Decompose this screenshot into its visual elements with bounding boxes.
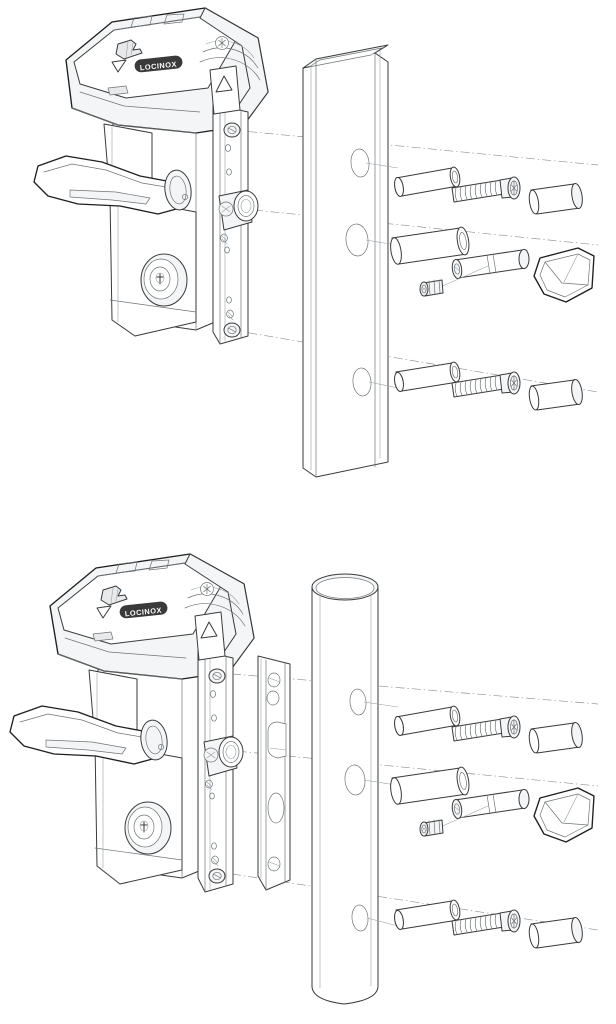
- spacer-sleeve: [390, 226, 470, 265]
- adapter-hole-2: [266, 690, 280, 706]
- key-cylinder: [140, 253, 188, 307]
- upper-fixing-row: [363, 701, 583, 754]
- mounting-faceplate: [197, 649, 244, 893]
- hex-socket-screw-icon: [200, 582, 214, 596]
- cap-sleeve: [528, 379, 583, 411]
- post-spindle-hole-middle: [344, 764, 366, 796]
- triangle-down-marker: [96, 605, 112, 619]
- spindle-hub: [218, 189, 259, 231]
- pointing-hand-icon: [115, 39, 143, 60]
- post-fixing-hole-lower: [351, 904, 369, 932]
- hex-socket-screw-icon: [215, 36, 229, 50]
- spacer-sleeve: [394, 361, 461, 392]
- wedge-thumb-turn: [533, 247, 595, 303]
- diagram-round-post-variant: LOCINOX: [0, 508, 616, 1024]
- bolt-thread-detail: [454, 719, 498, 741]
- bolt-thread-detail: [454, 375, 498, 397]
- diagram-square-post-variant: LOCINOX: [0, 0, 616, 508]
- faceplate-screw-upper: [208, 668, 226, 684]
- square-hollow-post: [302, 44, 389, 478]
- faceplate-screw-lower: [208, 868, 226, 884]
- spindle-bolt: [451, 248, 530, 280]
- indicator-window: [194, 611, 226, 661]
- threaded-bolt: [451, 909, 521, 936]
- curved-adapter-plate: [257, 655, 291, 891]
- adapter-hole-5: [267, 856, 281, 872]
- brand-badge: LOCINOX: [134, 55, 183, 73]
- adapter-hole-4: [267, 792, 285, 824]
- upper-fixing-row: [365, 162, 583, 215]
- post-fixing-hole-upper: [350, 148, 370, 178]
- adapter-hole-1: [267, 672, 281, 688]
- post-spindle-hole-middle: [345, 223, 369, 257]
- round-hollow-post: [311, 570, 379, 1005]
- spacer-sleeve: [394, 705, 461, 736]
- lever-handle: [33, 155, 192, 215]
- lower-fixing-row: [366, 899, 583, 949]
- handle-hub: [164, 169, 192, 211]
- faceplate-screw-upper: [223, 122, 241, 138]
- triangle-up-marker: [200, 621, 218, 639]
- set-screw: [419, 265, 489, 297]
- middle-spindle-row: [365, 226, 595, 303]
- cap-sleeve: [528, 917, 583, 949]
- spacer-sleeve: [394, 166, 461, 197]
- wedge-thumb-turn: [533, 787, 595, 843]
- lower-fixing-row: [368, 361, 583, 411]
- spacer-sleeve: [390, 766, 470, 805]
- triangle-down-marker: [111, 59, 127, 73]
- adapter-hole-3-spindle: [267, 721, 287, 759]
- post-fixing-hole-upper: [349, 688, 367, 716]
- spindle-bolt: [451, 788, 530, 820]
- threaded-bolt: [451, 371, 521, 398]
- bolt-thread-detail: [454, 180, 498, 202]
- gate-lock-body: LOCINOX: [9, 553, 255, 893]
- handle-hub: [140, 719, 168, 761]
- centerlines-upper: [204, 129, 599, 393]
- cap-sleeve: [528, 722, 583, 754]
- pointing-hand-icon: [100, 585, 128, 606]
- mounting-faceplate: [212, 103, 259, 345]
- bolt-thread-detail: [454, 913, 498, 935]
- brand-badge-label: LOCINOX: [124, 606, 162, 619]
- post-fixing-hole-lower: [352, 367, 372, 397]
- spindle-hub: [203, 735, 244, 777]
- triangle-up-marker: [215, 75, 233, 93]
- middle-spindle-row: [363, 766, 595, 843]
- brand-badge-label: LOCINOX: [139, 60, 177, 73]
- gate-lock-body: LOCINOX: [33, 7, 269, 345]
- lever-handle: [9, 705, 168, 765]
- cap-sleeve: [528, 183, 583, 215]
- threaded-bolt: [451, 715, 521, 742]
- brand-badge: LOCINOX: [119, 601, 168, 619]
- indicator-window: [209, 65, 241, 115]
- threaded-bolt: [451, 176, 521, 203]
- key-cylinder: [124, 801, 172, 855]
- faceplate-screw-lower: [223, 322, 241, 338]
- set-screw: [419, 805, 489, 837]
